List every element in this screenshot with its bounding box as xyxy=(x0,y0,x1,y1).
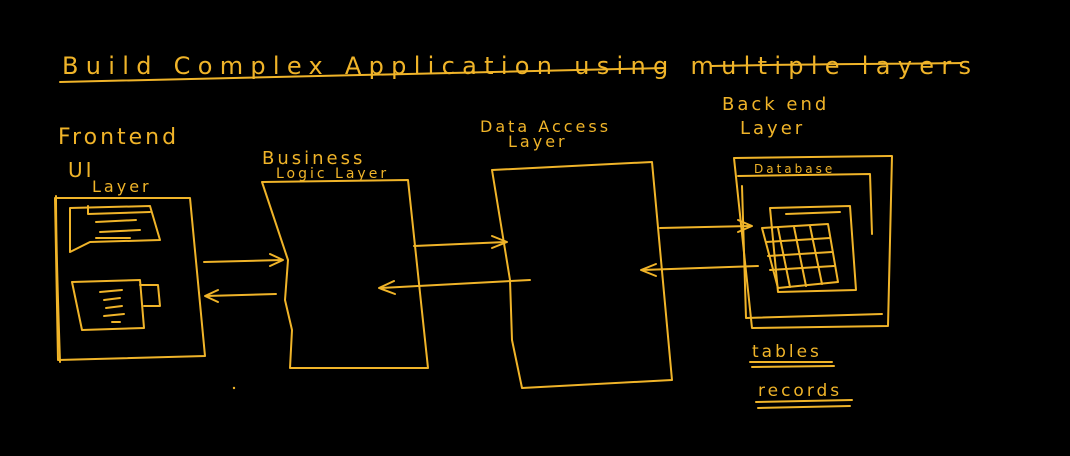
arrow-data-access-to-backend xyxy=(659,219,753,233)
title-underline-right xyxy=(711,62,963,67)
frontend-heading: Frontend xyxy=(58,125,179,150)
arrow-business-to-frontend xyxy=(204,289,277,303)
arrow-data-access-to-business xyxy=(378,279,531,295)
arrow-backend-to-data-access xyxy=(640,263,759,277)
records-note: records xyxy=(758,381,842,401)
business-logic-layer-box xyxy=(261,179,429,369)
business-label: Business xyxy=(262,148,365,169)
frontend-ui-layer-box xyxy=(54,195,206,363)
data-access-label: Data Access xyxy=(480,117,611,136)
tables-note: tables xyxy=(752,342,822,362)
backend-label: Back end xyxy=(722,94,829,115)
table-grid-icon xyxy=(761,223,839,289)
arrow-frontend-to-business xyxy=(203,253,284,267)
title-underline xyxy=(59,67,666,83)
arrow-business-to-data-access xyxy=(413,235,508,249)
business-logic-layer-label: Logic Layer xyxy=(276,166,389,182)
ui-label: UI xyxy=(68,158,95,182)
tables-underline xyxy=(749,361,835,368)
ink-dot xyxy=(232,386,236,390)
diagram-title: Build Complex Application using multiple… xyxy=(62,52,974,80)
data-access-layer-box xyxy=(491,161,673,389)
backend-layer-label: Layer xyxy=(740,118,805,139)
records-underline xyxy=(755,399,853,409)
data-access-layer-label: Layer xyxy=(508,132,568,151)
ui-layer-label: Layer xyxy=(92,177,152,196)
database-label: Database xyxy=(754,162,835,176)
